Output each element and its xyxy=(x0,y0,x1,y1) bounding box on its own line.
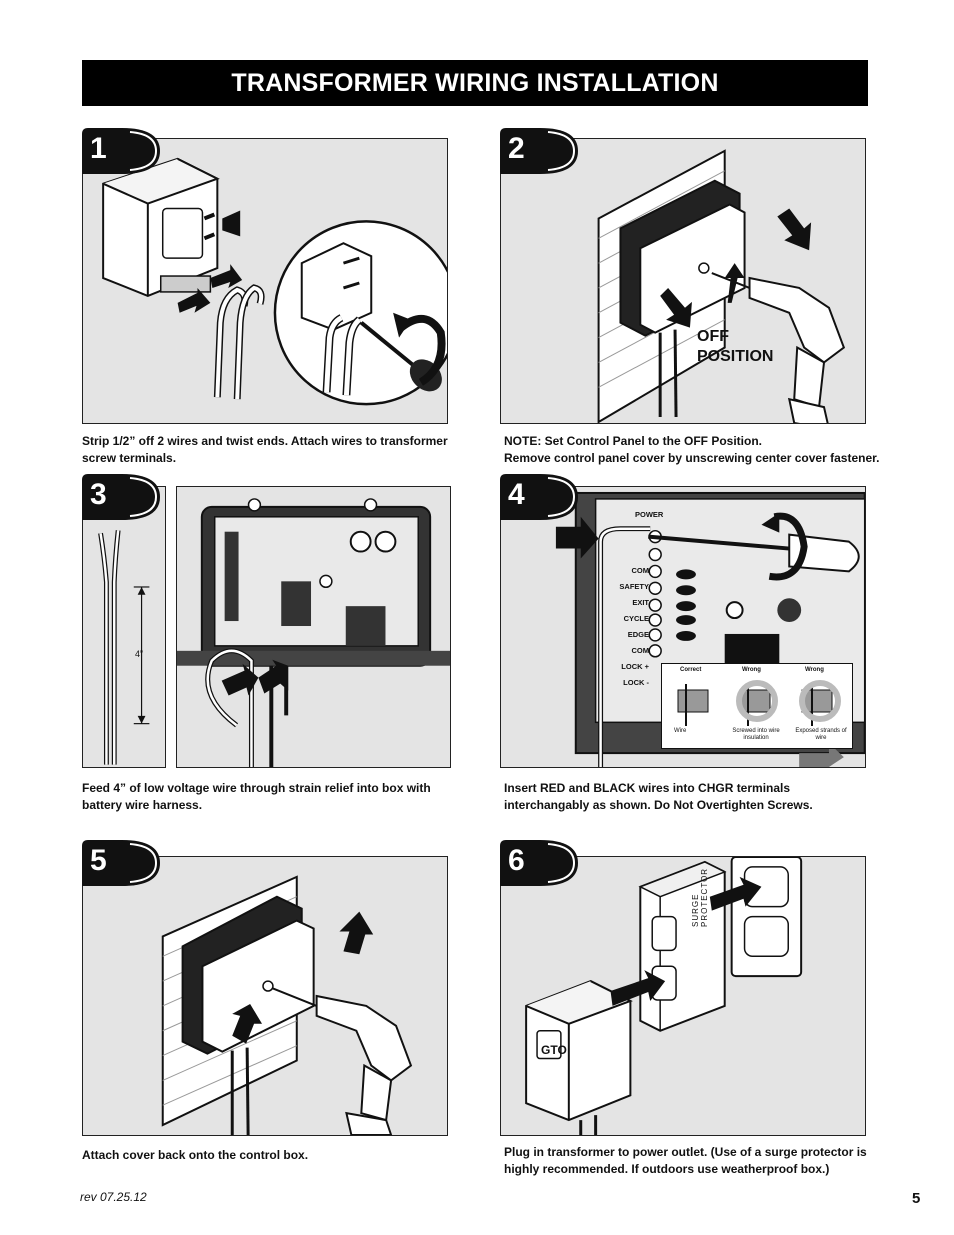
step-1-caption: Strip 1/2” off 2 wires and twist ends. A… xyxy=(82,434,448,465)
step-3-wire-illustration xyxy=(98,530,150,765)
step-5-illustration xyxy=(161,875,413,1135)
off-position-callout: OFF POSITION xyxy=(697,328,774,365)
inset-note-insulation: Screwed into wire insulation xyxy=(732,728,780,741)
step-6-caption: Plug in transformer to power outlet. (Us… xyxy=(504,1145,867,1176)
terminal-label-edge: EDGE xyxy=(627,630,649,639)
page-number: 5 xyxy=(912,1190,921,1207)
step-2-badge: 2 xyxy=(500,128,582,174)
step-5-badge: 5 xyxy=(82,840,164,886)
step-1-number: 1 xyxy=(90,132,107,165)
terminal-label-com: COM xyxy=(631,566,650,575)
step-4-badge: 4 xyxy=(500,474,582,520)
step-1-badge: 1 xyxy=(82,128,164,174)
terminal-label-cycle: CYCLE xyxy=(623,614,649,623)
step-3-caption: Feed 4” of low voltage wire through stra… xyxy=(82,781,431,812)
step-3-panel-box xyxy=(176,486,451,768)
inset-header-correct: Correct xyxy=(680,667,702,673)
terminal-label-exit: EXIT xyxy=(632,598,649,607)
step-1-illustration xyxy=(102,157,447,406)
surge-protector-label: SURGE PROTECTOR xyxy=(691,867,709,927)
terminal-label-lock-plus: LOCK + xyxy=(621,662,649,671)
step-4-number: 4 xyxy=(508,478,525,511)
inset-illustration xyxy=(677,680,841,726)
transformer-logo: GTO xyxy=(541,1043,567,1057)
inset-header-wrong-2: Wrong xyxy=(805,667,824,673)
inset-note-wire: Wire xyxy=(674,728,687,734)
step-6-badge: 6 xyxy=(500,840,582,886)
step-3-box-illustration xyxy=(177,498,450,767)
step-2-illustration xyxy=(597,149,846,423)
step-6-illustration xyxy=(525,857,803,1135)
step-3-dimension-label: 4” xyxy=(135,649,144,659)
step-6-panel: SURGE PROTECTOR GTO xyxy=(500,856,866,1136)
step-5-number: 5 xyxy=(90,844,107,877)
terminal-label-power: POWER xyxy=(635,507,663,523)
step-2-number: 2 xyxy=(508,132,525,165)
inset-header-wrong-1: Wrong xyxy=(742,667,761,673)
step-4-panel: POWER COM SAFETY EXIT CYCLE EDGE COM LOC… xyxy=(500,486,866,768)
step-4-terminal-labels: POWER COM SAFETY EXIT CYCLE EDGE COM LOC… xyxy=(605,507,663,691)
step-3-panel-wire: 4” xyxy=(82,486,166,768)
page-title: TRANSFORMER WIRING INSTALLATION xyxy=(82,60,868,106)
terminal-label-com-2: COM xyxy=(631,646,650,655)
step-2-panel: OFF POSITION xyxy=(500,138,866,424)
step-5-panel xyxy=(82,856,448,1136)
step-5-caption: Attach cover back onto the control box. xyxy=(82,1148,309,1162)
step-3-number: 3 xyxy=(90,478,107,511)
inset-note-exposed: Exposed strands of wire xyxy=(795,728,847,741)
step-6-number: 6 xyxy=(508,844,525,877)
step-2-caption: NOTE: Set Control Panel to the OFF Posit… xyxy=(504,434,880,465)
terminal-label-lock-minus: LOCK - xyxy=(623,678,649,687)
step-3-badge: 3 xyxy=(82,474,164,520)
revision-note: rev 07.25.12 xyxy=(80,1190,147,1204)
terminal-label-safety: SAFETY xyxy=(619,582,649,591)
step-1-panel xyxy=(82,138,448,424)
step-4-inset: Correct Wrong Wrong Wire Screwed into wi… xyxy=(661,663,853,749)
step-4-caption: Insert RED and BLACK wires into CHGR ter… xyxy=(504,781,813,812)
